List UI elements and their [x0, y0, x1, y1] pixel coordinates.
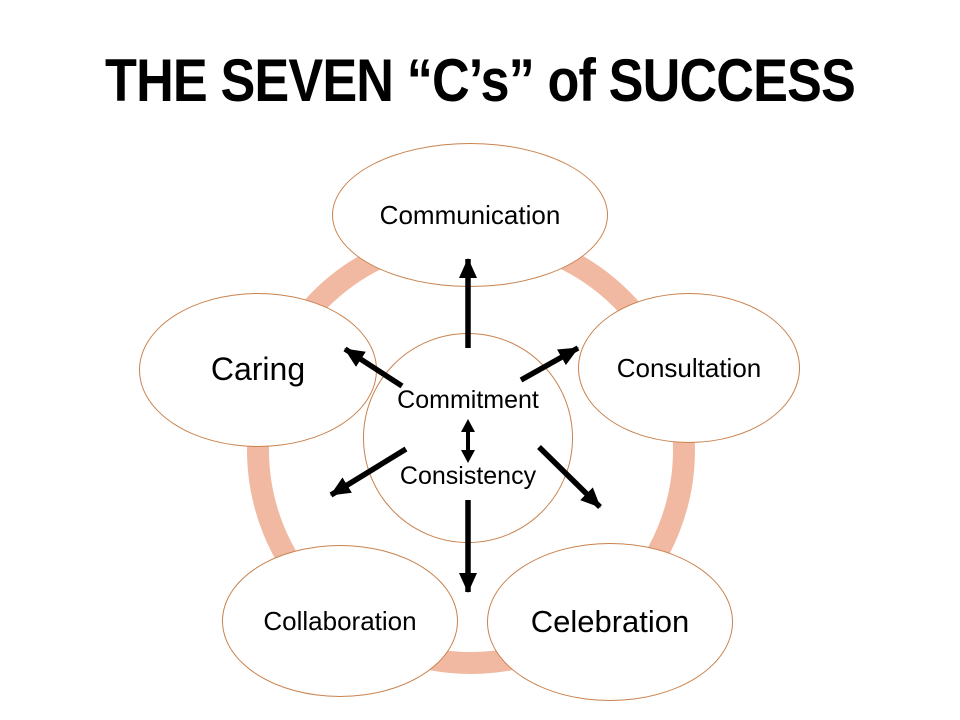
- node-collaboration: Collaboration: [222, 545, 458, 697]
- node-caring-label: Caring: [210, 351, 306, 388]
- node-communication: Communication: [332, 143, 608, 287]
- node-caring: Caring: [139, 293, 377, 447]
- node-communication-label: Communication: [379, 199, 561, 230]
- node-collaboration-label: Collaboration: [263, 605, 417, 636]
- node-celebration-label: Celebration: [530, 603, 690, 639]
- node-consultation-label: Consultation: [616, 352, 762, 383]
- node-center-circle: Commitment Consistency: [363, 333, 573, 543]
- node-celebration: Celebration: [487, 543, 733, 701]
- node-consistency-label: Consistency: [399, 462, 537, 490]
- node-commitment-label: Commitment: [397, 386, 539, 414]
- node-consultation: Consultation: [578, 293, 800, 443]
- slide-title: THE SEVEN “C’s” of SUCCESS: [105, 47, 856, 114]
